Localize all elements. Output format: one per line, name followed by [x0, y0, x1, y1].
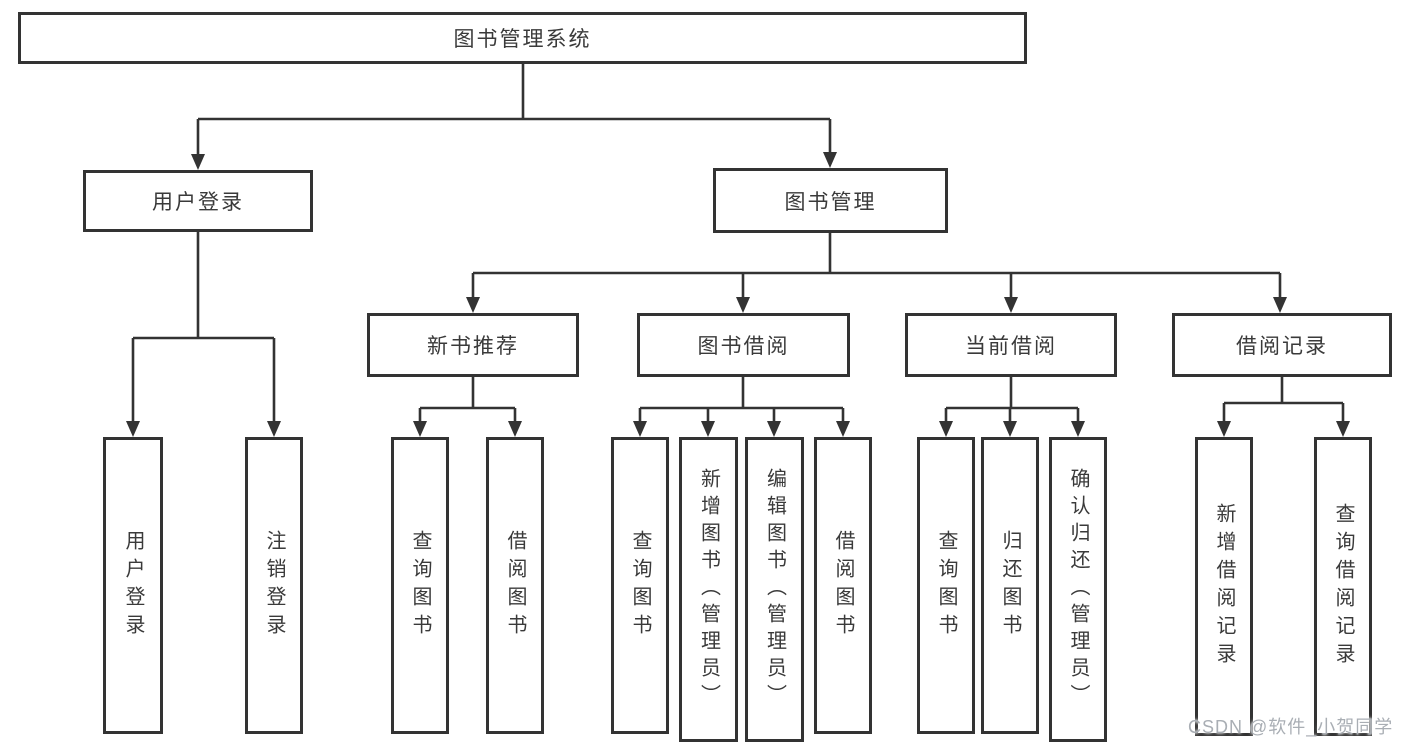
- node-login-user-login: 用户登录: [103, 437, 163, 734]
- node-user-login: 用户登录: [83, 170, 313, 232]
- node-label: 新增借阅记录: [1213, 502, 1235, 671]
- node-records-add: 新增借阅记录: [1195, 437, 1253, 736]
- arrowheads: [126, 152, 1350, 437]
- node-label: 查询借阅记录: [1332, 502, 1354, 671]
- node-label: 查询图书: [935, 529, 957, 642]
- node-label: 确认归还（管理员）: [1067, 468, 1089, 711]
- node-new-book-recommend: 新书推荐: [367, 313, 579, 377]
- node-label: 注销登录: [263, 529, 285, 642]
- node-root: 图书管理系统: [18, 12, 1027, 64]
- node-current-query: 查询图书: [917, 437, 975, 734]
- node-book-borrow: 图书借阅: [637, 313, 850, 377]
- node-label: 用户登录: [122, 529, 144, 642]
- node-newbook-query: 查询图书: [391, 437, 449, 734]
- node-label: 图书借阅: [697, 335, 790, 358]
- node-book-management: 图书管理: [713, 168, 948, 233]
- node-label: 借阅图书: [504, 529, 526, 642]
- node-label: 查询图书: [409, 529, 431, 642]
- node-label: 查询图书: [629, 529, 651, 642]
- node-borrow-borrow: 借阅图书: [814, 437, 872, 734]
- node-label: 归还图书: [999, 529, 1021, 642]
- node-label: 借阅记录: [1236, 335, 1328, 358]
- node-newbook-borrow: 借阅图书: [486, 437, 544, 734]
- node-borrow-query: 查询图书: [611, 437, 669, 734]
- node-label: 借阅图书: [832, 529, 854, 642]
- node-current-confirm-admin: 确认归还（管理员）: [1049, 437, 1107, 742]
- node-login-logout: 注销登录: [245, 437, 303, 734]
- node-label: 新书推荐: [427, 335, 519, 358]
- node-label: 当前借阅: [965, 335, 1057, 358]
- node-label: 编辑图书（管理员）: [763, 468, 786, 711]
- watermark-text: CSDN @软件_小贺同学: [1188, 717, 1394, 737]
- node-label: 图书管理系统: [453, 28, 592, 51]
- node-borrow-edit-admin: 编辑图书（管理员）: [745, 437, 804, 742]
- node-borrow-add-admin: 新增图书（管理员）: [679, 437, 738, 742]
- node-label: 新增图书（管理员）: [697, 468, 720, 711]
- node-records-query: 查询借阅记录: [1314, 437, 1372, 736]
- node-borrow-records: 借阅记录: [1172, 313, 1392, 377]
- node-label: 图书管理: [784, 190, 877, 214]
- node-label: 用户登录: [152, 191, 244, 214]
- connector-paths: [131, 64, 1345, 426]
- node-current-return: 归还图书: [981, 437, 1039, 734]
- node-current-borrow: 当前借阅: [905, 313, 1117, 377]
